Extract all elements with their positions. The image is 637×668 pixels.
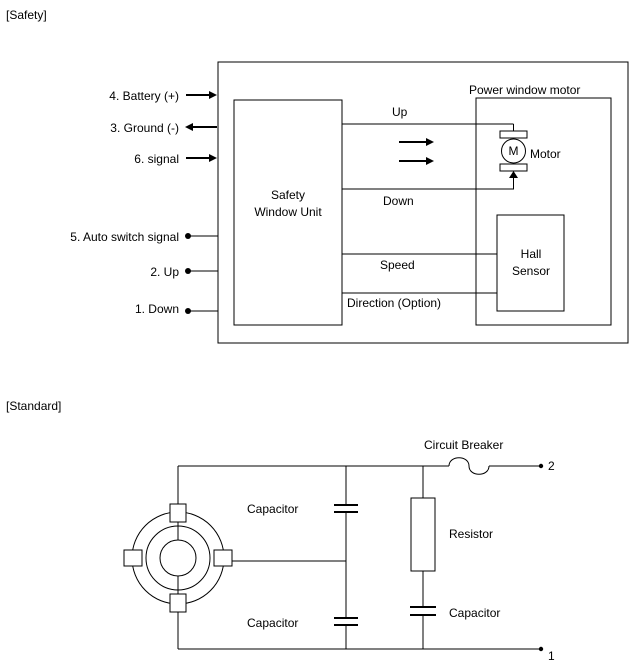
power-window-motor-label: Power window motor [469, 83, 580, 97]
terminal-1-label: 1 [548, 649, 555, 663]
pin-down-label: 1. Down [135, 302, 179, 316]
standard-wiring [177, 465, 540, 650]
pin-down-dot [185, 308, 218, 314]
capacitor-right-symbol [410, 606, 436, 616]
direction-line-label: Direction (Option) [347, 296, 441, 310]
pin-ground-label: 3. Ground (-) [110, 121, 179, 135]
pin-signal-arrow [186, 154, 217, 162]
standard-motor-symbol [123, 503, 233, 613]
pin-up-dot [185, 268, 218, 274]
up-line-label: Up [392, 105, 408, 119]
safety-unit-label-line1: Safety [271, 188, 305, 202]
safety-heading: [Safety] [6, 8, 47, 22]
terminal-1-dot [538, 646, 544, 652]
capacitor-top-symbol [334, 504, 358, 513]
motor-symbol-letter: M [509, 144, 519, 158]
pin-signal-label: 6. signal [134, 152, 179, 166]
motor-symbol [499, 124, 528, 172]
hall-sensor-label-line2: Sensor [512, 264, 550, 278]
resistor-symbol [410, 497, 436, 572]
hall-sensor-label-line1: Hall [521, 247, 542, 261]
travel-arrows [399, 138, 434, 165]
capacitor-right-label: Capacitor [449, 606, 500, 620]
terminal-2-dot [538, 463, 544, 469]
circuit-breaker-label: Circuit Breaker [424, 438, 503, 452]
safety-window-unit-box [233, 99, 343, 326]
pin-up-label: 2. Up [150, 265, 179, 279]
terminal-2-label: 2 [548, 459, 555, 473]
pin-battery-arrow [186, 91, 217, 99]
capacitor-bottom-label: Capacitor [247, 616, 298, 630]
down-line [342, 178, 514, 190]
circuit-breaker-symbol [448, 457, 490, 475]
pin-battery-label: 4. Battery (+) [109, 89, 179, 103]
capacitor-bottom-symbol [334, 617, 358, 626]
hall-sensor-box [496, 214, 565, 312]
pin-auto-switch-label: 5. Auto switch signal [70, 230, 179, 244]
down-line-arrowhead [509, 171, 518, 178]
pin-ground-arrow [185, 123, 217, 131]
speed-line-label: Speed [380, 258, 415, 272]
safety-unit-label-line2: Window Unit [254, 205, 322, 219]
standard-heading: [Standard] [6, 399, 61, 413]
pin-auto-switch-dot [185, 233, 218, 239]
motor-label: Motor [530, 147, 561, 161]
down-line-label: Down [383, 194, 414, 208]
resistor-label: Resistor [449, 527, 493, 541]
capacitor-top-label: Capacitor [247, 502, 298, 516]
